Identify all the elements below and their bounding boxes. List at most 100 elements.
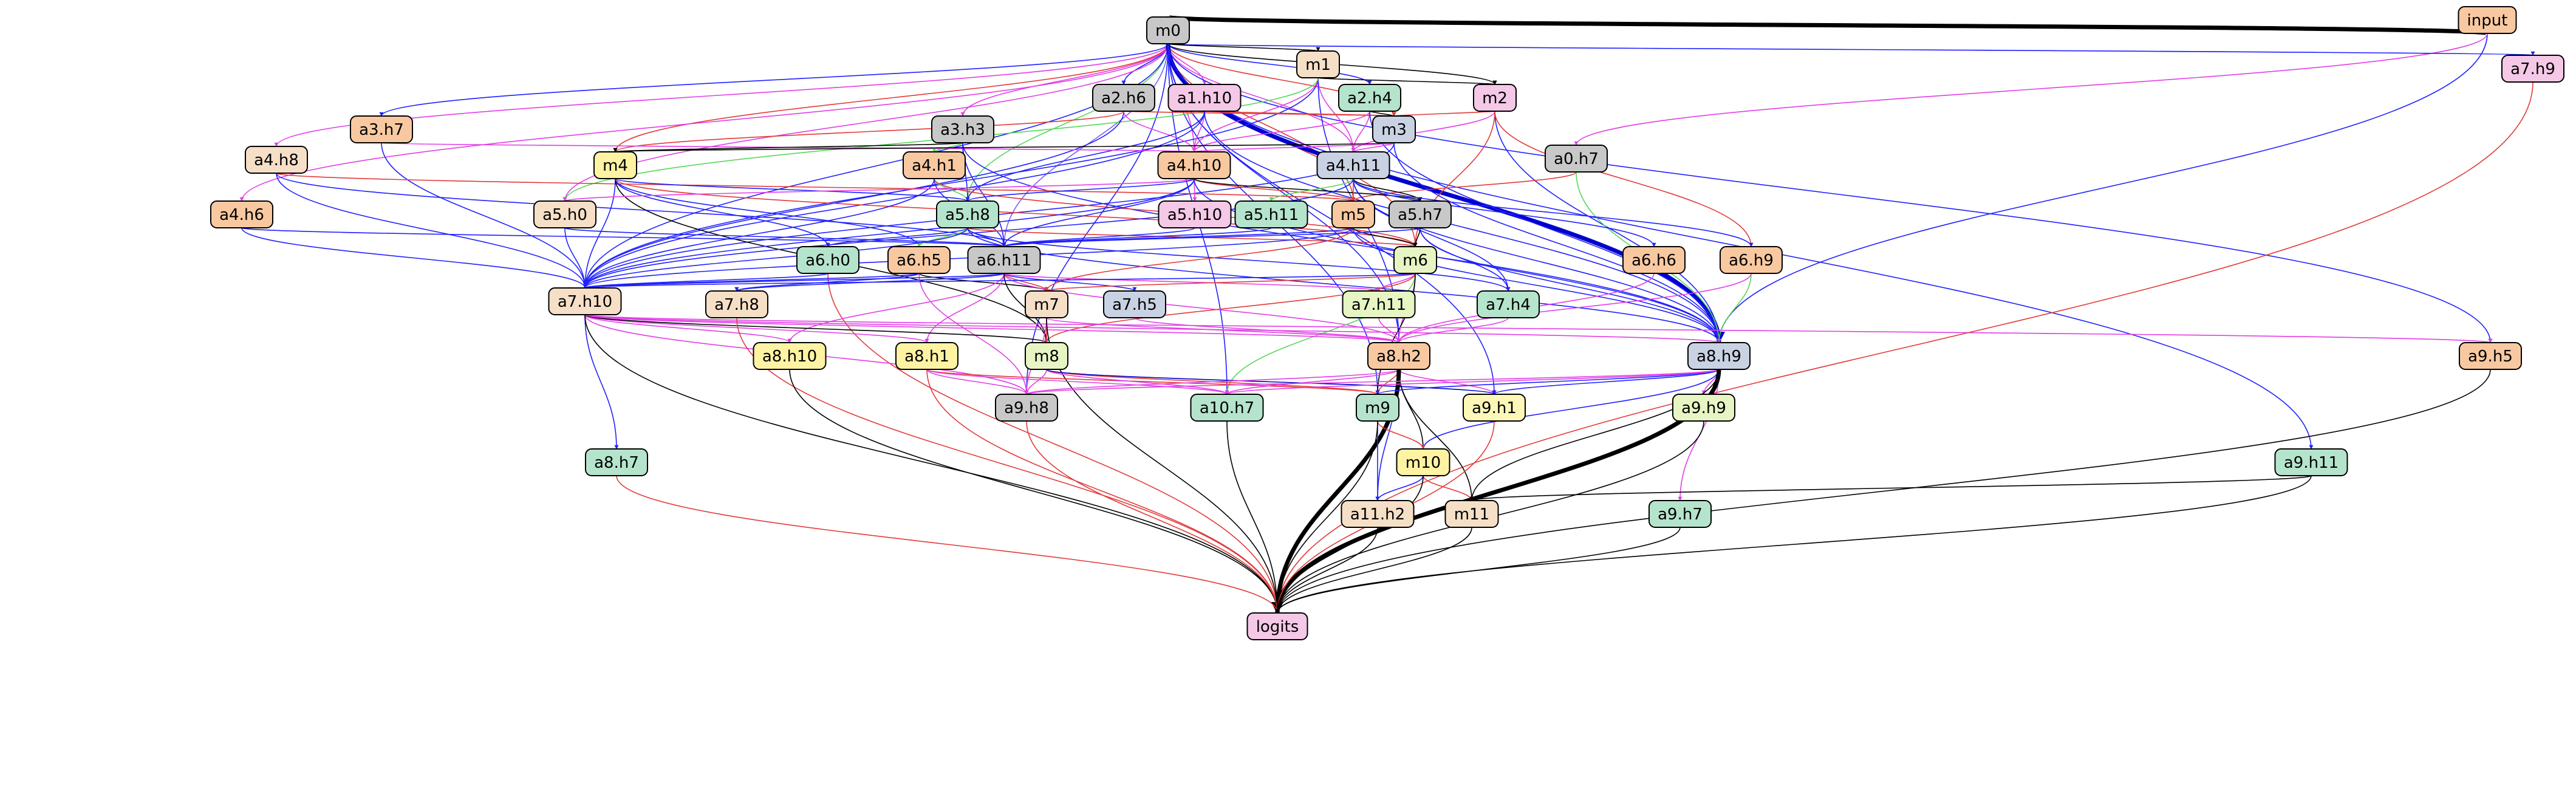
node-a1-h10[interactable]: a1.h10: [1167, 84, 1242, 112]
node-a7-h4[interactable]: a7.h4: [1477, 290, 1540, 318]
edge-a6_h5-to-a9_h8: [918, 273, 1029, 395]
node-box: [705, 290, 768, 318]
node-a0-h7[interactable]: a0.h7: [1545, 145, 1608, 173]
node-a8-h10[interactable]: a8.h10: [753, 342, 827, 370]
node-m1[interactable]: m1: [1296, 50, 1340, 78]
node-a4-h10[interactable]: a4.h10: [1157, 151, 1231, 179]
node-a7-h8[interactable]: a7.h8: [705, 290, 768, 318]
edge-a8_h9-to-a9_h8: [1024, 369, 1720, 395]
node-a6-h5[interactable]: a6.h5: [887, 246, 951, 274]
node-a10-h7[interactable]: a10.h7: [1190, 394, 1264, 422]
node-a8-h1[interactable]: a8.h1: [895, 342, 958, 370]
node-box: [1687, 342, 1751, 370]
node-logits[interactable]: logits: [1246, 612, 1308, 640]
edge-a5_h8-to-a7_h4: [967, 227, 1511, 292]
node-m5[interactable]: m5: [1331, 200, 1375, 228]
node-a4-h1[interactable]: a4.h1: [903, 151, 966, 179]
node-a2-h4[interactable]: a2.h4: [1338, 84, 1401, 112]
node-box: [1389, 200, 1452, 228]
node-label: a5.h7: [1398, 206, 1443, 224]
edge-m0-to-m4: [613, 43, 1169, 152]
edge-a5_h10-to-a6_h11: [1002, 227, 1195, 247]
node-a6-h9[interactable]: a6.h9: [1720, 246, 1783, 274]
node-m10[interactable]: m10: [1396, 448, 1450, 476]
edge-a2_h4-to-a4_h11: [1351, 111, 1370, 152]
edge-m0-to-a9_h5: [1167, 43, 2493, 343]
node-label: a6.h0: [805, 252, 850, 270]
edge-a6_h5-to-a7_h8: [734, 273, 920, 292]
node-a6-h6[interactable]: a6.h6: [1622, 246, 1686, 274]
node-label: a6.h6: [1631, 252, 1676, 270]
node-box: [995, 394, 1058, 422]
node-a9-h9[interactable]: a9.h9: [1672, 394, 1735, 422]
node-m9[interactable]: m9: [1356, 394, 1399, 422]
node-a9-h7[interactable]: a9.h7: [1648, 500, 1712, 528]
edge-m1-to-m2: [1317, 77, 1497, 85]
node-a5-h8[interactable]: a5.h8: [936, 200, 999, 228]
node-label: a2.h6: [1101, 89, 1146, 108]
node-box: [2458, 6, 2517, 34]
node-box: [1342, 290, 1416, 318]
node-a5-h7[interactable]: a5.h7: [1389, 200, 1452, 228]
edge-a8_h9-to-m10: [1421, 369, 1720, 450]
node-input[interactable]: input: [2458, 6, 2517, 34]
node-a8-h7[interactable]: a8.h7: [585, 448, 648, 476]
edge-a4_h11-to-a7_h10: [583, 178, 1354, 289]
node-a5-h10[interactable]: a5.h10: [1158, 200, 1232, 228]
edge-a4_h11-to-a6_h6: [1353, 178, 1656, 247]
node-box: [585, 448, 648, 476]
node-m7[interactable]: m7: [1025, 290, 1068, 318]
node-box: [1648, 500, 1712, 528]
node-m11[interactable]: m11: [1444, 500, 1499, 528]
node-box: [548, 287, 622, 315]
node-m3[interactable]: m3: [1372, 115, 1416, 143]
node-m6[interactable]: m6: [1393, 246, 1437, 274]
node-a8-h9[interactable]: a8.h9: [1687, 342, 1751, 370]
node-a5-h0[interactable]: a5.h0: [533, 200, 596, 228]
edge-a4_h10-to-a5_h7: [1194, 178, 1423, 202]
edge-a7_h9-to-logits: [1275, 81, 2533, 614]
node-box: [1025, 342, 1068, 370]
node-a7-h10[interactable]: a7.h10: [548, 287, 622, 315]
edge-a4_h11-to-a5_h11: [1269, 178, 1354, 202]
node-a11-h2[interactable]: a11.h2: [1341, 500, 1415, 528]
node-a2-h6[interactable]: a2.h6: [1092, 84, 1155, 112]
node-m8[interactable]: m8: [1025, 342, 1068, 370]
node-a4-h8[interactable]: a4.h8: [245, 146, 308, 174]
node-a9-h11[interactable]: a9.h11: [2274, 448, 2348, 476]
node-m0[interactable]: m0: [1146, 16, 1190, 44]
node-a9-h1[interactable]: a9.h1: [1463, 394, 1526, 422]
node-a7-h9[interactable]: a7.h9: [2501, 55, 2564, 83]
node-a6-h11[interactable]: a6.h11: [967, 246, 1041, 274]
node-m2[interactable]: m2: [1473, 84, 1517, 112]
node-box: [1092, 84, 1155, 112]
node-box: [1477, 290, 1540, 318]
edge-a5_h8-to-a6_h5: [917, 227, 968, 247]
node-a9-h8[interactable]: a9.h8: [995, 394, 1058, 422]
node-a4-h6[interactable]: a4.h6: [210, 200, 273, 228]
node-a6-h0[interactable]: a6.h0: [796, 246, 859, 274]
node-m4[interactable]: m4: [593, 151, 637, 179]
node-a5-h11[interactable]: a5.h11: [1234, 200, 1308, 228]
node-a3-h3[interactable]: a3.h3: [931, 115, 994, 143]
node-a8-h2[interactable]: a8.h2: [1367, 342, 1430, 370]
node-a7-h11[interactable]: a7.h11: [1342, 290, 1416, 318]
node-a7-h5[interactable]: a7.h5: [1103, 290, 1166, 318]
edge-m6-to-a7_h10: [583, 273, 1416, 289]
node-a3-h7[interactable]: a3.h7: [350, 115, 413, 143]
node-box: [903, 151, 966, 179]
node-label: a7.h5: [1112, 296, 1157, 314]
node-label: a7.h11: [1351, 296, 1406, 314]
node-label: a9.h1: [1472, 399, 1517, 417]
edge-a7_h10-to-logits: [584, 314, 1280, 614]
node-a9-h5[interactable]: a9.h5: [2459, 342, 2522, 370]
edge-a6_h11-to-a7_h10: [583, 273, 1005, 289]
node-box: [1463, 394, 1526, 422]
node-a4-h11[interactable]: a4.h11: [1316, 151, 1390, 179]
node-box: [1025, 290, 1068, 318]
edge-a5_h11-to-a6_h11: [1002, 227, 1272, 247]
edge-m7-to-a8_h2: [1046, 317, 1401, 343]
node-label: m4: [603, 157, 628, 175]
node-label: a9.h5: [2468, 347, 2513, 366]
edge-a7_h10-to-a8_h7: [584, 314, 619, 450]
